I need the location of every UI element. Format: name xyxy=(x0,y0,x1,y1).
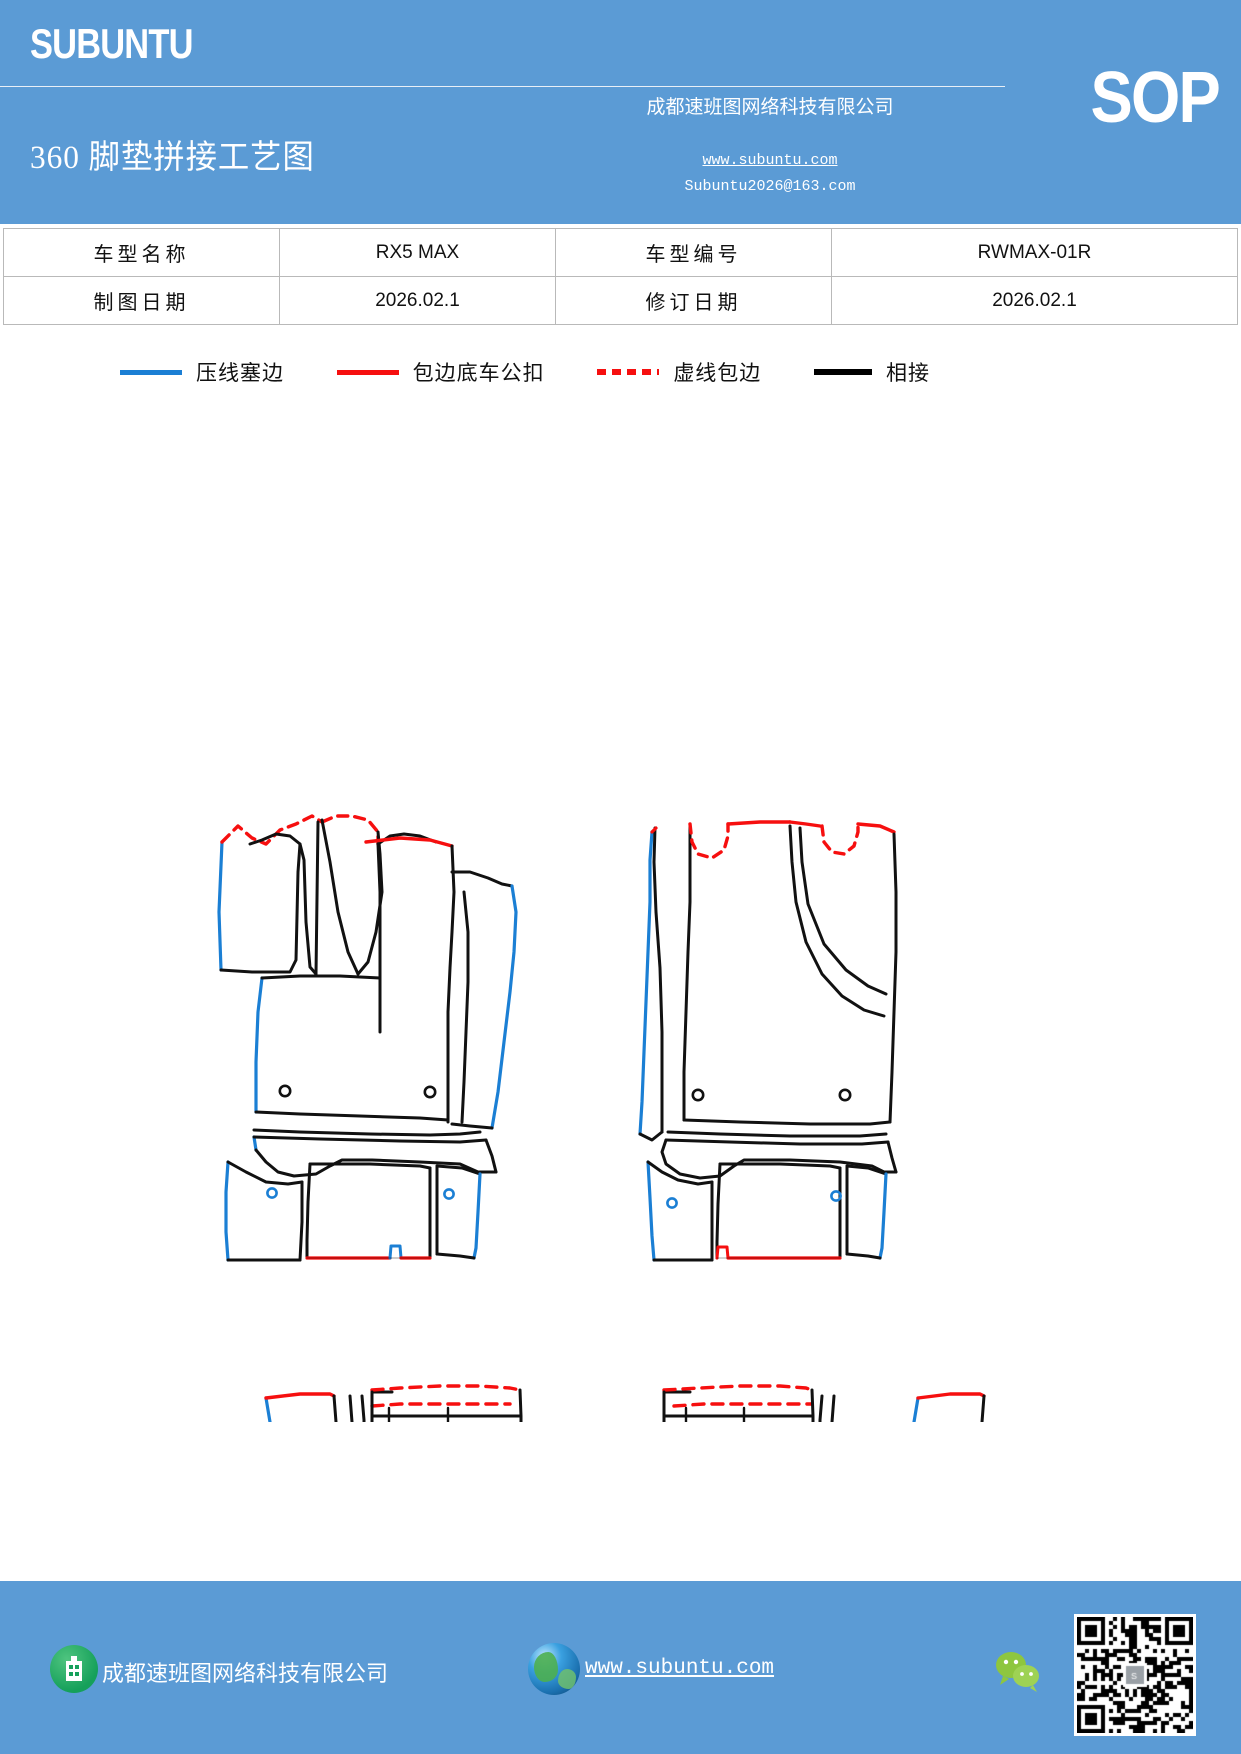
legend-item-dashed-binding: 虚线包边 xyxy=(597,357,761,387)
front-left-mat-assembly xyxy=(217,814,518,1262)
globe-icon xyxy=(528,1643,580,1695)
floor-mat-technical-drawing xyxy=(0,392,1241,1422)
header-website-link[interactable]: www.subuntu.com xyxy=(702,152,838,169)
line-swatch-red-dashed-icon xyxy=(597,369,660,375)
table-row: 制图日期 2026.02.1 修订日期 2026.02.1 xyxy=(3,276,1238,325)
table-row: 车型名称 RX5 MAX 车型编号 RWMAX-01R xyxy=(3,228,1238,277)
header-email[interactable]: Subuntu2026@163.com xyxy=(684,178,856,195)
line-swatch-blue-icon xyxy=(120,369,182,375)
legend-item-edge-binding: 包边底车公扣 xyxy=(336,357,545,387)
label-model-name: 车型名称 xyxy=(3,228,280,277)
wechat-glyph xyxy=(996,1652,1039,1692)
building-icon xyxy=(50,1645,98,1693)
front-right-mat-assembly xyxy=(638,820,898,1262)
value-model-code: RWMAX-01R xyxy=(831,228,1238,277)
building-glyph xyxy=(66,1656,82,1681)
page-footer: 成都速班图网络科技有限公司 www.subuntu.com xyxy=(0,1581,1241,1754)
wechat-icon xyxy=(993,1649,1045,1693)
label-model-code: 车型编号 xyxy=(555,228,832,277)
sop-badge: SOP xyxy=(1090,58,1220,138)
rear-mat-assembly xyxy=(264,1384,986,1422)
legend: 压线塞边 包边底车公扣 虚线包边 相接 xyxy=(0,352,1000,392)
page-title: 360 脚垫拼接工艺图 xyxy=(30,140,315,176)
value-draw-date: 2026.02.1 xyxy=(279,276,556,325)
brand-logo: SUBUNTU xyxy=(30,20,193,67)
line-swatch-red-icon xyxy=(336,369,399,375)
page-header: SUBUNTU 360 脚垫拼接工艺图 成都速班图网络科技有限公司 www.su… xyxy=(0,0,1241,224)
label-revision-date: 修订日期 xyxy=(555,276,832,325)
legend-label-joint: 相接 xyxy=(885,361,930,385)
legend-label-seam: 压线塞边 xyxy=(196,361,284,385)
vehicle-info-table: 车型名称 RX5 MAX 车型编号 RWMAX-01R 制图日期 2026.02… xyxy=(3,228,1238,325)
qr-code[interactable] xyxy=(1074,1614,1196,1736)
value-revision-date: 2026.02.1 xyxy=(831,276,1238,325)
legend-item-seam: 压线塞边 xyxy=(120,357,284,387)
value-model-name: RX5 MAX xyxy=(279,228,556,277)
mat-pattern-svg xyxy=(217,814,986,1422)
line-swatch-black-icon xyxy=(813,369,872,375)
footer-website-link[interactable]: www.subuntu.com xyxy=(585,1657,775,1680)
footer-company-name: 成都速班图网络科技有限公司 xyxy=(102,1661,389,1686)
legend-item-joint: 相接 xyxy=(813,357,930,387)
header-divider xyxy=(0,86,1005,87)
header-company-name: 成都速班图网络科技有限公司 xyxy=(646,97,894,118)
legend-label-edge-binding: 包边底车公扣 xyxy=(412,361,545,385)
legend-label-dashed-binding: 虚线包边 xyxy=(673,361,762,385)
label-draw-date: 制图日期 xyxy=(3,276,280,325)
